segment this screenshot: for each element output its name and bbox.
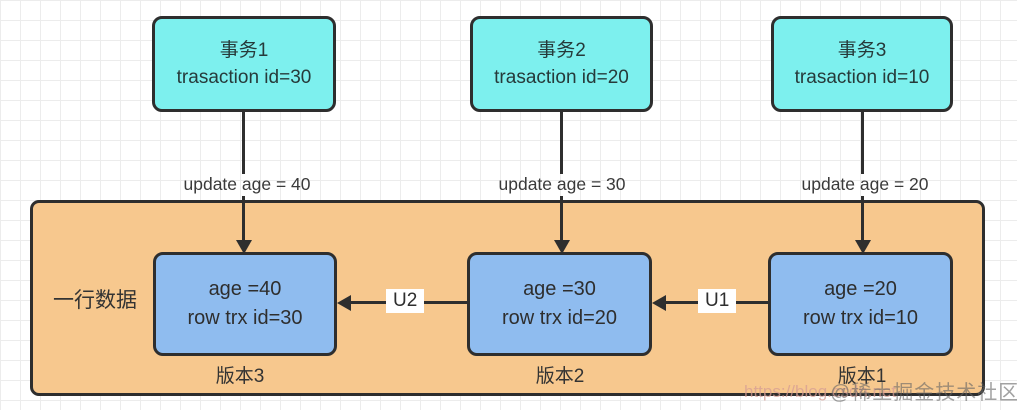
version-trx-text: row trx id=10	[802, 307, 919, 329]
arrowhead-down-icon	[855, 240, 871, 254]
update-arrow-3-line	[861, 196, 864, 242]
arrowhead-down-icon	[554, 240, 570, 254]
transaction-title: 事务1	[219, 40, 269, 61]
version-age-text: age =20	[824, 278, 897, 300]
version-box-3: age =40 row trx id=30	[153, 252, 337, 356]
version-age-text: age =30	[523, 278, 596, 300]
transaction-box-2: 事务2 trasaction id=20	[470, 16, 653, 112]
update-arrow-1-line	[242, 112, 245, 174]
update-label-3: update age = 20	[801, 174, 929, 194]
version-caption-1: 版本1	[837, 366, 887, 387]
version-trx-text: row trx id=30	[187, 307, 303, 329]
transaction-id-text: trasaction id=20	[494, 67, 629, 88]
update-label-2: update age = 30	[498, 174, 626, 194]
version-caption-2: 版本2	[535, 366, 585, 387]
arrowhead-left-icon	[337, 295, 351, 311]
update-arrow-2-line	[560, 112, 563, 174]
transaction-title: 事务3	[837, 40, 887, 61]
version-caption-3: 版本3	[215, 366, 265, 387]
watermark-community-text: @稀土掘金技术社区	[830, 382, 1017, 404]
transaction-id-text: trasaction id=30	[176, 67, 312, 88]
watermark-url-text: https://blog.csdn.net	[744, 382, 897, 401]
arrowhead-left-icon	[652, 295, 666, 311]
version-age-text: age =40	[208, 278, 282, 300]
transaction-box-1: 事务1 trasaction id=30	[152, 16, 336, 112]
transaction-id-text: trasaction id=10	[794, 67, 930, 88]
update-arrow-1-line	[242, 196, 245, 242]
update-arrow-3-line	[861, 112, 864, 174]
version-trx-text: row trx id=20	[501, 307, 618, 329]
version-box-1: age =20 row trx id=10	[768, 252, 953, 356]
row-data-label: 一行数据	[53, 289, 137, 312]
undo-label-u1: U1	[698, 289, 737, 313]
transaction-title: 事务2	[537, 40, 586, 61]
transaction-box-3: 事务3 trasaction id=10	[771, 16, 953, 112]
arrowhead-down-icon	[236, 240, 252, 254]
update-arrow-2-line	[560, 196, 563, 242]
update-label-1: update age = 40	[183, 174, 311, 194]
version-box-2: age =30 row trx id=20	[467, 252, 652, 356]
undo-label-u2: U2	[386, 289, 425, 313]
